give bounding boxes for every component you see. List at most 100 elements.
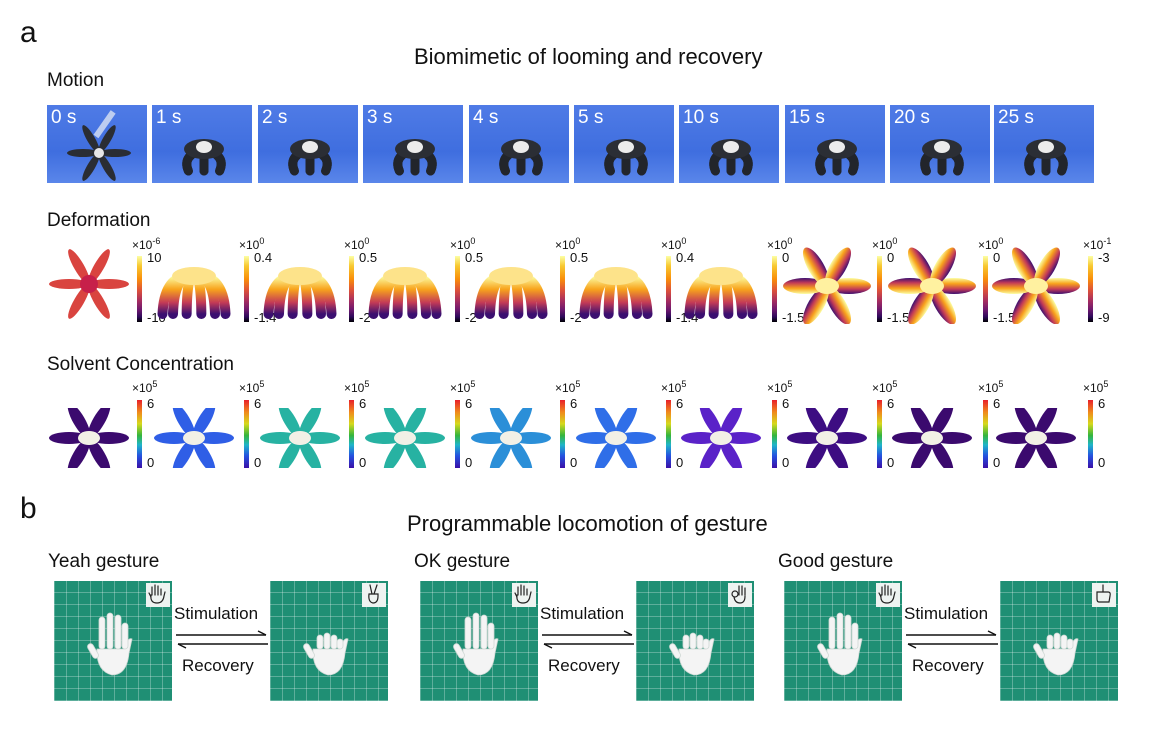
- exponent-base: ×10: [978, 238, 999, 252]
- colorbar-max-tick: 0.4: [254, 250, 273, 265]
- motion-frame: 2 s: [258, 105, 358, 183]
- frame-time-label: 2 s: [262, 107, 288, 128]
- colorbar-max-tick: 6: [570, 396, 578, 411]
- deformation-shape: [157, 267, 231, 319]
- colorbar-exponent: ×10-6: [132, 236, 160, 252]
- solvent-colorbar: [455, 400, 460, 468]
- colorbar-exponent: ×10-1: [1083, 236, 1111, 252]
- exponent-base: ×10: [132, 381, 153, 395]
- solvent-colorbar: [244, 400, 249, 468]
- deformation-row-label: Deformation: [47, 210, 151, 231]
- colorbar-exponent: ×100: [872, 236, 897, 252]
- robot-flower-photo: [920, 139, 964, 176]
- colorbar-exponent: ×105: [344, 379, 369, 395]
- recovery-label: Recovery: [548, 656, 620, 675]
- panel-a-letter: a: [20, 16, 37, 49]
- hand-robot: [817, 612, 863, 676]
- exponent-base: ×10: [450, 238, 471, 252]
- gesture-end-photo: [270, 581, 388, 701]
- colorbar-max-tick: 6: [147, 396, 155, 411]
- colorbar-max-tick: -3: [1098, 250, 1110, 265]
- colorbar-min-tick: -2: [465, 310, 477, 325]
- exponent-power: 0: [470, 236, 476, 246]
- deformation-colorbar: [983, 256, 988, 322]
- solvent-shape: [49, 408, 129, 468]
- deformation-shape: [474, 267, 548, 319]
- frame-time-label: 15 s: [789, 107, 825, 128]
- exponent-base: ×10: [1083, 238, 1104, 252]
- exponent-power: 5: [152, 379, 158, 389]
- colorbar-max-tick: 6: [993, 396, 1001, 411]
- solvent-colorbar: [983, 400, 988, 468]
- recovery-label: Recovery: [912, 656, 984, 675]
- solvent-colorbar: [877, 400, 882, 468]
- colorbar-exponent: ×105: [555, 379, 580, 395]
- exponent-base: ×10: [767, 238, 788, 252]
- solvent-shape: [681, 408, 761, 468]
- frame-time-label: 25 s: [998, 107, 1034, 128]
- exponent-base: ×10: [344, 381, 365, 395]
- colorbar-exponent: ×105: [872, 379, 897, 395]
- robot-flower-photo: [709, 139, 753, 176]
- exponent-power: 5: [998, 379, 1004, 389]
- exponent-base: ×10: [978, 381, 999, 395]
- robot-flower-photo: [182, 139, 226, 176]
- exponent-power: 0: [259, 236, 265, 246]
- frame-time-label: 0 s: [51, 107, 77, 128]
- exponent-power: 0: [364, 236, 370, 246]
- hand-robot: [1033, 632, 1079, 676]
- reversible-arrow: [906, 630, 998, 649]
- deformation-colorbar: [349, 256, 354, 322]
- recovery-label: Recovery: [182, 656, 254, 675]
- colorbar-max-tick: 6: [465, 396, 473, 411]
- deformation-colorbar: [455, 256, 460, 322]
- deformation-shape: [888, 247, 976, 324]
- hand-robot: [453, 612, 499, 676]
- gesture-end-photo: [636, 581, 754, 701]
- colorbar-max-tick: 0: [887, 250, 895, 265]
- exponent-base: ×10: [132, 238, 153, 252]
- colorbar-min-tick: -1.5: [782, 310, 805, 325]
- gesture-label: Yeah gesture: [48, 551, 160, 572]
- colorbar-min-tick: -2: [359, 310, 371, 325]
- colorbar-max-tick: 0: [993, 250, 1001, 265]
- deformation-shape: [579, 267, 653, 319]
- exponent-power: 0: [787, 236, 793, 246]
- motion-frame: 4 s: [469, 105, 569, 183]
- exponent-base: ×10: [450, 381, 471, 395]
- exponent-power: 5: [364, 379, 370, 389]
- robot-flower-photo: [499, 139, 543, 176]
- frame-time-label: 20 s: [894, 107, 930, 128]
- robot-flower-photo: [393, 139, 437, 176]
- motion-frame: 5 s: [574, 105, 674, 183]
- colorbar-max-tick: 0.5: [465, 250, 484, 265]
- stimulation-label: Stimulation: [904, 604, 989, 623]
- colorbar-max-tick: 6: [676, 396, 684, 411]
- colorbar-exponent: ×105: [239, 379, 264, 395]
- exponent-power: -6: [152, 236, 161, 246]
- robot-flower-photo: [1024, 139, 1068, 176]
- panel-b-letter: b: [20, 492, 37, 525]
- colorbar-min-tick: 0: [359, 455, 367, 470]
- colorbar-min-tick: -2: [570, 310, 582, 325]
- colorbar-min-tick: -1.5: [993, 310, 1016, 325]
- motion-row-label: Motion: [47, 70, 105, 91]
- exponent-power: 5: [470, 379, 476, 389]
- robot-flower-photo: [815, 139, 859, 176]
- exponent-base: ×10: [555, 238, 576, 252]
- open-hand-icon: [876, 583, 900, 607]
- colorbar-min-tick: 0: [570, 455, 578, 470]
- exponent-base: ×10: [344, 238, 365, 252]
- colorbar-exponent: ×100: [767, 236, 792, 252]
- solvent-colorbar: [772, 400, 777, 468]
- exponent-base: ×10: [767, 381, 788, 395]
- colorbar-max-tick: 0.5: [359, 250, 378, 265]
- colorbar-max-tick: 6: [887, 396, 895, 411]
- solvent-colorbar: [560, 400, 565, 468]
- colorbar-min-tick: 0: [465, 455, 473, 470]
- colorbar-min-tick: 0: [147, 455, 155, 470]
- panel-b-title: Programmable locomotion of gesture: [407, 511, 768, 536]
- motion-frame: 3 s: [363, 105, 463, 183]
- colorbar-max-tick: 6: [254, 396, 262, 411]
- exponent-power: 0: [681, 236, 687, 246]
